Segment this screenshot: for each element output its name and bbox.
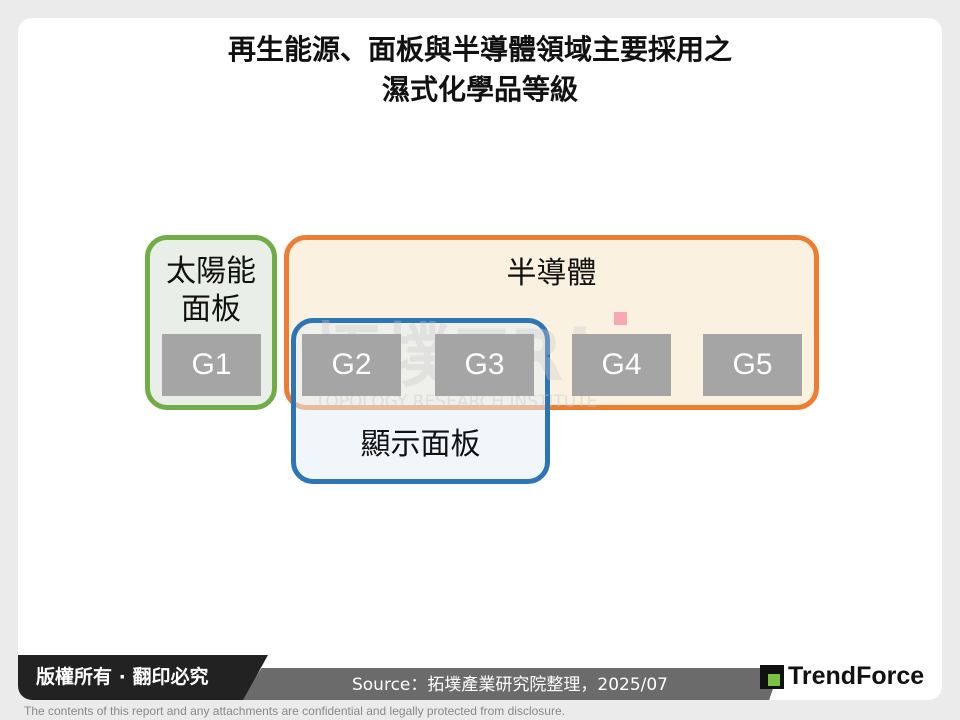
grade-g3: G3	[435, 334, 534, 396]
grade-g1: G1	[162, 334, 261, 396]
slide-title: 再生能源、面板與半導體領域主要採用之濕式化學品等級	[0, 30, 960, 110]
source-text: Source：拓墣產業研究院整理，2025/07	[351, 675, 668, 695]
watermark-dot	[614, 312, 627, 325]
display-panel-label: 顯示面板	[360, 427, 481, 462]
trendforce-icon	[760, 664, 784, 689]
title-line-2: 濕式化學品等級	[381, 73, 578, 106]
source-band: Source：拓墣產業研究院整理，2025/07	[240, 668, 780, 700]
trendforce-logo: TrendForce	[760, 662, 924, 691]
logo-text: TrendForce	[788, 662, 925, 690]
title-line-1: 再生能源、面板與半導體領域主要採用之	[227, 33, 732, 66]
semiconductor-label: 半導體	[506, 256, 597, 291]
solar-panel-label: 太陽能 面板	[166, 254, 256, 327]
copyright-band: 版權所有 · 翻印必究	[18, 655, 268, 700]
watermark-subtitle: TOPOLOGY RESEARCH INSTITUTE	[315, 392, 598, 412]
grade-g4: G4	[572, 334, 671, 396]
grade-g5: G5	[703, 334, 802, 396]
grade-g2: G2	[302, 334, 401, 396]
copyright-text: 版權所有 · 翻印必究	[36, 666, 209, 688]
disclaimer: The contents of this report and any atta…	[24, 704, 565, 718]
